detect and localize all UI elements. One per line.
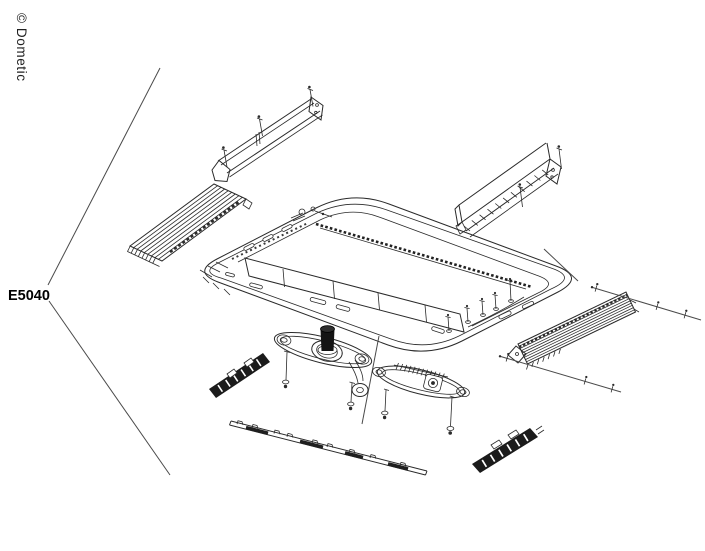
latch-screws [381, 388, 456, 435]
frame-inner-wall [244, 257, 465, 333]
frame-bead-band-left [231, 222, 309, 260]
frame-rim-line [209, 203, 565, 346]
rail-seal-hatching [463, 169, 549, 232]
frame-bead-band [315, 222, 533, 289]
rail-screws-right [517, 145, 563, 208]
latch-slider [423, 373, 443, 393]
right-upper-screw-line [590, 282, 702, 321]
copyright-watermark: © Dometic [14, 13, 29, 82]
latch-spring-hatching [395, 362, 445, 381]
panel-teeth [526, 348, 561, 370]
serrated-strip-right [472, 425, 545, 473]
panel-bead-strip [518, 293, 628, 349]
serrated-strip-left [209, 353, 270, 398]
frame-rim-inner-edge [237, 211, 549, 327]
part-group-label: E5040 [8, 288, 50, 304]
left-ribbed-panel [127, 183, 253, 267]
crank-knob [320, 325, 335, 351]
strip-clips [236, 420, 407, 467]
callout-leader-lines [47, 67, 171, 476]
left-mounting-rail [211, 85, 324, 183]
panel-teeth [127, 246, 156, 264]
right-ribbed-panel [507, 291, 640, 370]
rail-screws-left [221, 85, 314, 168]
hinge-strip-long [229, 420, 428, 476]
latch-mechanism [372, 362, 470, 435]
roof-frame [199, 197, 579, 352]
frame-corner-details [199, 206, 333, 296]
frame-outer-edge [204, 197, 572, 352]
center-leader-line [361, 335, 380, 425]
crank-screws [282, 350, 356, 411]
right-lower-screw-line [498, 352, 622, 393]
frame-corner-leader [543, 248, 579, 282]
frame-rim-screw-pins [445, 277, 514, 333]
crank-mechanism [273, 325, 373, 411]
panel-bead-strip [169, 199, 241, 254]
right-mounting-rail [454, 142, 563, 238]
frame-rim-slots [225, 224, 534, 334]
